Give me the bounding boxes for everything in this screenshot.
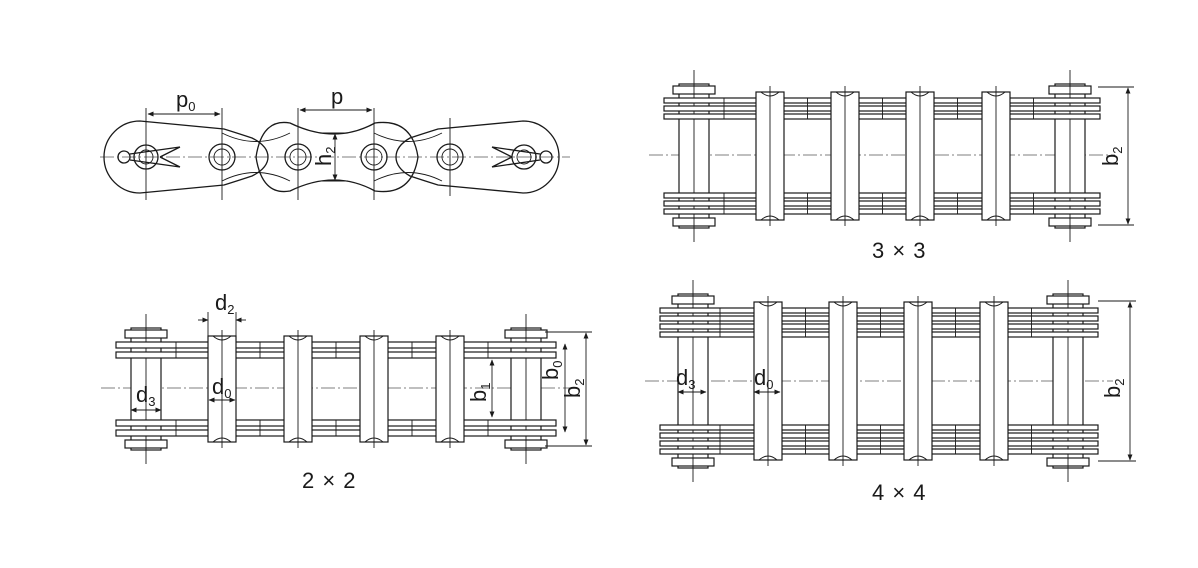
dim-b2-3x3: b2 <box>1098 86 1134 226</box>
roller-cap-top-1 <box>760 91 780 97</box>
roller-cap-top-3 <box>364 335 384 341</box>
roller-cap-bottom-4 <box>986 215 1006 221</box>
roller-cap-bottom-3 <box>910 215 930 221</box>
dims-2x2: d2 d3 d0 b1 b0 b2 <box>130 290 592 447</box>
plate-top-2 <box>663 105 1101 112</box>
label-d2: d2 <box>215 290 234 317</box>
roller-cap-bottom-1 <box>758 455 778 461</box>
roller-cap-top-4 <box>984 301 1004 307</box>
roller-cap-top-2 <box>835 91 855 97</box>
plate-bottom-2 <box>663 200 1101 207</box>
roller-cap-bottom-2 <box>835 215 855 221</box>
dims-4x4: d3 d0 b2 <box>676 300 1136 462</box>
roller-cap-bottom-1 <box>760 215 780 221</box>
cotter-pin-left <box>117 146 181 168</box>
plate-top-2 <box>659 315 1099 322</box>
plate-top-3 <box>659 323 1099 330</box>
label-d0-4x4: d0 <box>754 365 773 392</box>
plate-bottom-2 <box>659 440 1099 447</box>
caption-3x3: 3 × 3 <box>872 238 927 263</box>
roller-cap-top-2 <box>833 301 853 307</box>
roller-cap-top-2 <box>288 335 308 341</box>
caption-2x2: 2 × 2 <box>302 468 357 493</box>
roller-cap-bottom-2 <box>288 437 308 443</box>
plate-top-1 <box>659 307 1099 314</box>
label-b2-3x3: b2 <box>1098 147 1125 166</box>
roller-cap-bottom-1 <box>212 437 232 443</box>
label-p: p <box>331 84 343 109</box>
roller-cap-top-1 <box>212 335 232 341</box>
plate-top-3 <box>663 113 1101 120</box>
label-b2-2x2: b2 <box>560 379 587 398</box>
side-view: p0 p h2 <box>100 84 570 200</box>
roller-cap-top-3 <box>908 301 928 307</box>
label-h2: h2 <box>311 147 338 166</box>
roller-cap-bottom-4 <box>984 455 1004 461</box>
plate-bottom-1 <box>659 448 1099 455</box>
roller-cap-top-1 <box>758 301 778 307</box>
view-2x2 <box>101 314 571 464</box>
roller-cap-top-4 <box>440 335 460 341</box>
cotter-pin-right <box>491 146 553 168</box>
label-b0: b0 <box>538 361 565 380</box>
label-d3-4x4: d3 <box>676 365 695 392</box>
label-p0: p0 <box>176 87 195 114</box>
roller-cap-top-3 <box>910 91 930 97</box>
view-3x3 <box>649 70 1115 242</box>
view-4x4 <box>645 280 1113 482</box>
plate-bottom-3 <box>663 192 1101 199</box>
plate-bottom-4 <box>659 424 1099 431</box>
plate-bottom-3 <box>659 432 1099 439</box>
label-b2-4x4: b2 <box>1100 379 1127 398</box>
roller-cap-bottom-3 <box>364 437 384 443</box>
plate-top-4 <box>659 331 1099 338</box>
label-b1: b1 <box>466 383 493 402</box>
roller-cap-top-4 <box>986 91 1006 97</box>
roller-cap-bottom-2 <box>833 455 853 461</box>
caption-4x4: 4 × 4 <box>872 480 927 505</box>
plate-bottom-1 <box>663 208 1101 215</box>
roller-cap-bottom-3 <box>908 455 928 461</box>
roller-cap-bottom-4 <box>440 437 460 443</box>
label-d3-2x2: d3 <box>136 382 155 409</box>
plate-top-1 <box>663 97 1101 104</box>
label-d0-2x2: d0 <box>212 374 231 401</box>
